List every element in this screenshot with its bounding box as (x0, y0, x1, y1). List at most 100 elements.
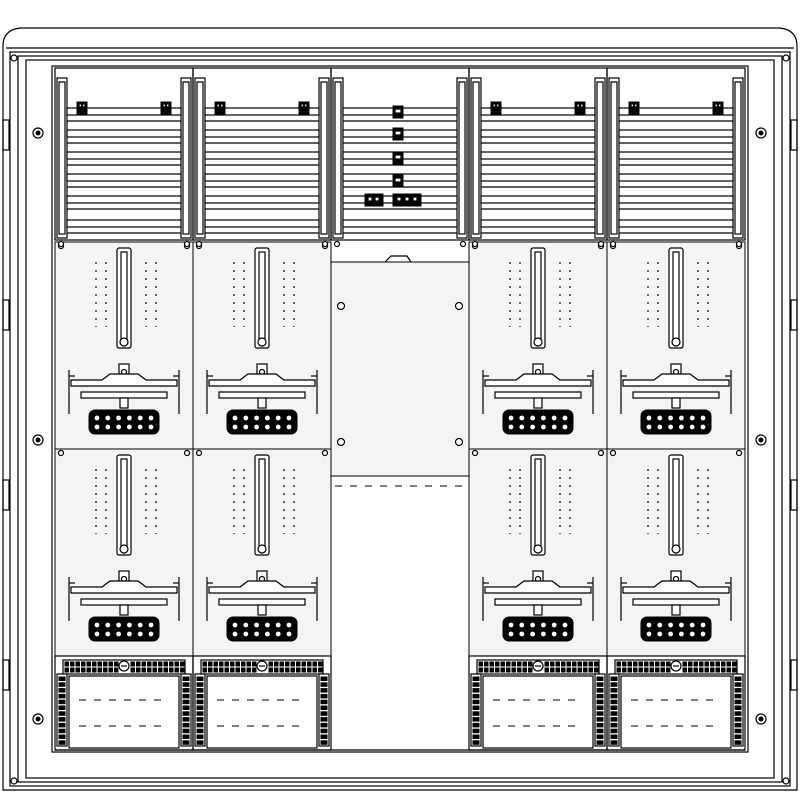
terminal-clip (301, 661, 306, 667)
connector-screw (104, 414, 112, 422)
bracket-bar (70, 373, 178, 387)
connector-screw (285, 414, 293, 422)
rail-post-inner-right (458, 81, 466, 235)
terminal-clip (495, 667, 500, 673)
connector-screw (125, 630, 133, 638)
terminal-clip (103, 667, 108, 673)
terminal-clip (561, 667, 566, 673)
connector-screw (274, 423, 282, 431)
connector-screw (93, 423, 101, 431)
terminal-clip (152, 661, 157, 667)
seam-hole (195, 240, 203, 248)
vertical-terminal-clip (596, 711, 604, 716)
connector-screw (550, 414, 558, 422)
din-rail (618, 151, 734, 160)
connector-screw (136, 414, 144, 422)
connector-screw (253, 630, 261, 638)
vertical-terminal-clip (472, 734, 480, 739)
rail-terminal (160, 101, 172, 115)
terminal-clip (268, 661, 273, 667)
vertical-terminal-clip (58, 728, 66, 734)
vertical-terminal-clip (472, 705, 480, 710)
vertical-terminal-clip (320, 740, 328, 745)
terminal-clip (726, 667, 731, 673)
mount-hole (735, 449, 743, 457)
terminal-clip (208, 667, 213, 673)
din-rail (204, 129, 320, 138)
vertical-terminal-clip (610, 688, 618, 693)
vertical-terminal-clip (196, 705, 204, 710)
connector-screw (231, 630, 239, 638)
terminal-clip (583, 667, 588, 673)
connector-screw (93, 621, 101, 629)
vertical-terminal-clip (320, 676, 328, 681)
connector-screw (645, 423, 653, 431)
vertical-terminal-clip (734, 722, 742, 728)
rail-terminal (628, 101, 640, 115)
terminal-clip (710, 667, 715, 673)
vertical-terminal-clip (472, 682, 480, 687)
terminal-clip (169, 667, 174, 673)
vertical-terminal-clip (610, 722, 618, 728)
vertical-terminal-clip (596, 705, 604, 710)
connector-screw (125, 621, 133, 629)
vertical-terminal-clip (610, 676, 618, 681)
terminal-cover (206, 675, 318, 749)
din-rail (480, 107, 596, 116)
connector-screw (688, 621, 696, 629)
terminal-clip (268, 667, 273, 673)
terminal-clip (500, 667, 505, 673)
bracket-bar (208, 580, 316, 594)
terminal-clip (622, 661, 627, 667)
connector-screw (507, 414, 515, 422)
din-rail (66, 129, 182, 138)
connector-screw (666, 621, 675, 629)
bracket-link (119, 604, 129, 616)
cover-screw (336, 301, 346, 311)
vertical-terminal-clip (472, 711, 480, 716)
terminal-clip (506, 667, 511, 673)
rail-terminal-slot (219, 103, 224, 108)
terminal-clip (230, 667, 235, 673)
terminal-clip (627, 661, 632, 667)
connector-screw (645, 621, 653, 629)
module-columns (54, 67, 746, 751)
vertical-terminal-clip (182, 699, 190, 705)
side-screws (32, 127, 767, 725)
terminal-clip (688, 667, 693, 673)
terminal-clip (318, 661, 323, 667)
connector-screw (507, 621, 515, 629)
rail-post-inner-left (58, 81, 66, 235)
meter-slot (530, 454, 546, 556)
terminal-clip (655, 667, 660, 673)
terminal-clip (241, 667, 246, 673)
terminal-clip (114, 661, 119, 667)
vertical-terminal-clip (196, 693, 204, 699)
terminal-clip (180, 661, 185, 667)
vertical-terminal-clip (610, 734, 618, 739)
mount-hole (57, 449, 65, 457)
seam-hole (183, 240, 191, 248)
connector-screw (285, 630, 293, 638)
terminal-clip (638, 661, 643, 667)
connector-screw (677, 414, 686, 422)
vertical-terminal-clip (196, 722, 204, 728)
din-rail (204, 107, 320, 116)
terminal-clip (241, 661, 246, 667)
vertical-terminal-clip (320, 717, 328, 722)
vertical-terminal-clip (196, 734, 204, 739)
terminal-clip (92, 667, 97, 673)
terminal-clip (296, 661, 301, 667)
rail-terminal-slot (495, 103, 500, 108)
terminal-clip (235, 661, 240, 667)
terminal-clip (616, 661, 621, 667)
seam-hole (735, 240, 743, 248)
connector-screw (242, 414, 250, 422)
dist-terminal-slot (394, 177, 402, 183)
connector-screw (263, 630, 271, 638)
terminal-clip (252, 667, 257, 673)
terminal-clip (246, 667, 251, 673)
vertical-terminal-clip (610, 711, 618, 716)
vertical-terminal-clip (182, 722, 190, 728)
mount-hole (183, 449, 191, 457)
